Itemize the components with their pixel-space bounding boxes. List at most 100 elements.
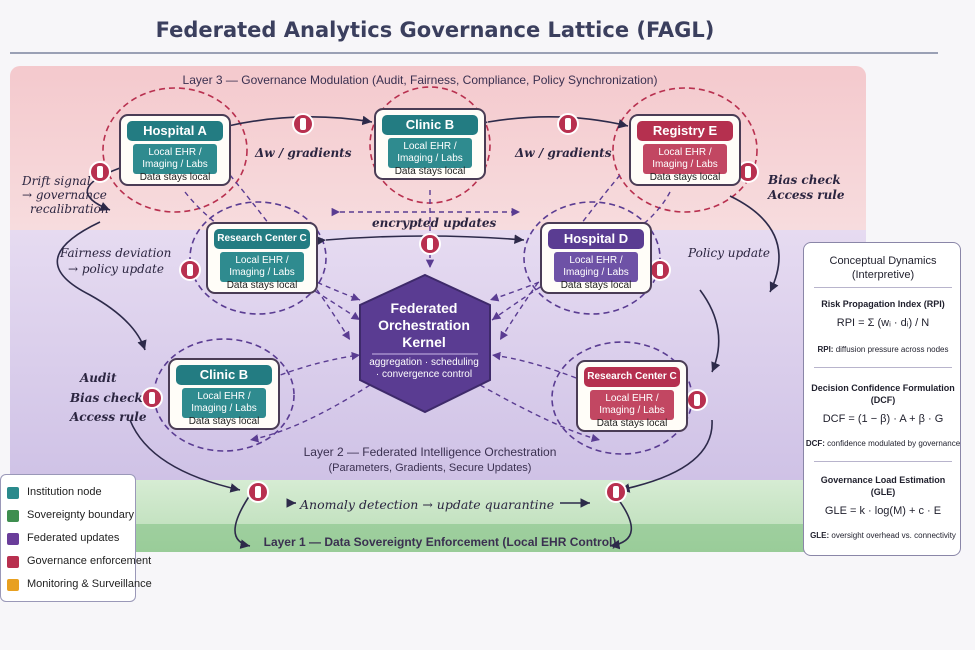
dcf-formula: DCF = (1 − β) · A + β · G [822, 413, 944, 425]
node-body: Local EHR /Imaging / Labs [590, 390, 674, 420]
gle-desc-text: oversight overhead vs. connectivity [831, 531, 956, 540]
annotation-encrypted-updates: encrypted updates [372, 216, 497, 230]
annotation-drift-3: recalibration [30, 202, 109, 216]
node-registry-e: Registry E Local EHR /Imaging / Labs Dat… [629, 114, 741, 186]
annotation-policy-update: Policy update [688, 246, 770, 260]
legend-label: Sovereignty boundary [27, 509, 135, 521]
kernel-label: Federated Orchestration Kernel aggregati… [366, 300, 482, 381]
gov-marker-6 [419, 233, 441, 255]
node-clinic-b-top: Clinic B Local EHR /Imaging / Labs Data … [374, 108, 486, 180]
boundary-hospital-a [102, 87, 248, 213]
rpi-title: Risk Propagation Index (RPI) [821, 299, 945, 309]
panel-title: Conceptual Dynamics [829, 255, 937, 267]
node-hospital-a: Hospital A Local EHR /Imaging / Labs Dat… [119, 114, 231, 186]
node-footer: Data stays local [649, 172, 721, 183]
node-footer: Data stays local [394, 166, 466, 177]
gov-marker-4 [737, 161, 759, 183]
diagram-title: Federated Analytics Governance Lattice (… [155, 18, 715, 42]
kernel-title-3: Kernel [402, 334, 446, 350]
governance-markers [89, 113, 759, 503]
node-body: Local EHR /Imaging / Labs [554, 252, 638, 282]
gov-marker-2 [557, 113, 579, 135]
gle-desc: GLE: oversight overhead vs. connectivity [804, 531, 962, 540]
annotation-drift-2: → governance [22, 188, 107, 202]
node-body-line2: Imaging / Labs [191, 403, 257, 414]
arrow-l1-loop-right [609, 494, 633, 550]
node-body-line2: Imaging / Labs [229, 267, 295, 278]
node-footer: Data stays local [226, 280, 298, 291]
panel-divider-1 [814, 287, 952, 288]
node-body-line1: Local EHR / [235, 255, 289, 266]
annotation-anomaly: Anomaly detection → update quarantine [300, 497, 555, 512]
annotation-access-rule-left: Access rule [70, 410, 147, 424]
layer1-label: Layer 1 — Data Sovereignty Enforcement (… [263, 535, 617, 549]
fed-researchc-r-kernel [491, 351, 577, 379]
node-body-line1: Local EHR / [605, 393, 659, 404]
fed-cross-left [229, 174, 351, 341]
legend-swatch [7, 510, 19, 522]
legend-label: Institution node [27, 486, 102, 498]
annotation-gradients-left: Δw / gradients [255, 146, 352, 160]
kernel-title-1: Federated [390, 300, 458, 316]
node-research-center-c-right: Research Center C Local EHR /Imaging / L… [576, 360, 688, 432]
node-clinic-b-bottom: Clinic B Local EHR /Imaging / Labs Data … [168, 358, 280, 430]
layer3-label: Layer 3 — Governance Modulation (Audit, … [182, 73, 658, 87]
annotation-bias-check-right: Bias check [768, 173, 841, 187]
kernel-sub-2: · convergence control [375, 369, 473, 380]
node-title: Research Center C [584, 367, 680, 387]
node-title: Clinic B [382, 115, 478, 135]
arrow-bottom-right [619, 419, 713, 493]
node-title: Registry E [637, 121, 733, 141]
dcf-desc-key: DCF: [805, 439, 825, 448]
annotation-fairness-2: → policy update [68, 262, 164, 276]
gle-title: Governance Load Estimation [820, 475, 946, 485]
fed-researchc-kernel [299, 281, 361, 321]
node-body-line1: Local EHR / [658, 147, 712, 158]
annotation-fairness-1: Fairness deviation [60, 246, 172, 260]
dcf-desc-text: confidence modulated by governance [827, 439, 961, 448]
node-title: Clinic B [176, 365, 272, 385]
node-body: Local EHR /Imaging / Labs [220, 252, 304, 282]
node-body-line1: Local EHR / [197, 391, 251, 402]
kernel-hexagon [359, 273, 491, 414]
layer1-boundary-strip [10, 524, 866, 552]
boundary-hospital-d [523, 201, 661, 315]
annotation-drift-1: Drift signal [22, 174, 91, 188]
arrow-clinicb-registry [477, 116, 629, 129]
node-research-center-c-left: Research Center C Local EHR /Imaging / L… [206, 222, 318, 294]
dcf-title-2: (DCF) [870, 395, 896, 405]
node-body-line2: Imaging / Labs [599, 405, 665, 416]
boundary-clinic-b-bottom [153, 338, 295, 452]
node-body-line2: Imaging / Labs [397, 153, 463, 164]
fed-cross-right [499, 174, 621, 341]
rpi-desc: RPI: diffusion pressure across nodes [804, 345, 962, 354]
fed-kernel-down-left [249, 384, 371, 443]
kernel-sub-1: aggregation · scheduling [369, 357, 479, 368]
gov-marker-3 [89, 161, 111, 183]
node-body: Local EHR /Imaging / Labs [133, 144, 217, 174]
node-body-line2: Imaging / Labs [563, 267, 629, 278]
dcf-desc: DCF: confidence modulated by governance [804, 439, 962, 448]
fed-kernel-down-right [479, 384, 601, 443]
boundary-registry-e [612, 87, 758, 213]
legend-label: Monitoring & Surveillance [27, 578, 152, 590]
fed-hospa-kernel [184, 191, 361, 301]
gov-marker-7 [649, 259, 671, 281]
legend-swatch [7, 556, 19, 568]
legend-swatch [7, 533, 19, 545]
node-body: Local EHR /Imaging / Labs [182, 388, 266, 418]
gov-marker-11 [605, 481, 627, 503]
node-body-line1: Local EHR / [569, 255, 623, 266]
panel-divider-3 [814, 461, 952, 462]
node-body: Local EHR /Imaging / Labs [643, 144, 727, 174]
gov-marker-9 [686, 389, 708, 411]
node-title: Hospital D [548, 229, 644, 249]
node-title: Research Center C [214, 229, 310, 249]
layer2-label: Layer 2 — Federated Intelligence Orchest… [303, 445, 557, 459]
gov-marker-8 [141, 387, 163, 409]
rpi-formula: RPI = Σ (wᵢ · dᵢ) / N [836, 317, 930, 329]
gle-title-2: (GLE) [870, 487, 896, 497]
node-footer: Data stays local [596, 418, 668, 429]
